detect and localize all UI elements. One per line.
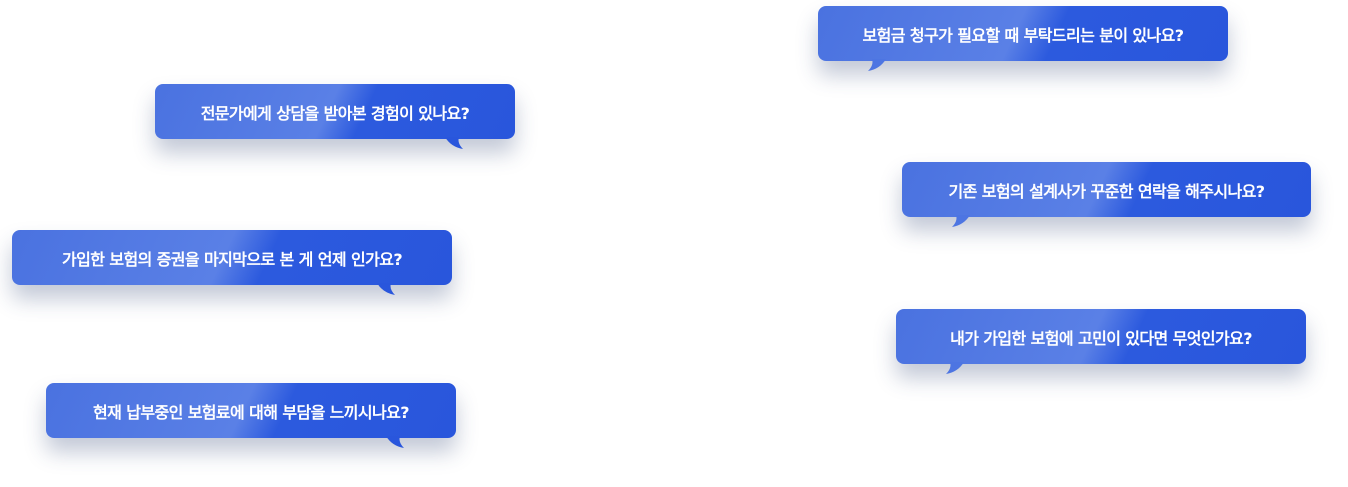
- question-bubble-claim-helper: 보험금 청구가 필요할 때 부탁드리는 분이 있나요?: [818, 6, 1228, 71]
- question-bubble-policy-check: 가입한 보험의 증권을 마지막으로 본 게 언제 인가요?: [12, 230, 452, 295]
- speech-tail-icon: [946, 362, 964, 374]
- question-bubble-premium-burden: 현재 납부중인 보험료에 대해 부담을 느끼시나요?: [46, 383, 456, 448]
- speech-tail-icon: [445, 137, 463, 149]
- speech-tail-icon: [377, 283, 395, 295]
- question-text: 전문가에게 상담을 받아본 경험이 있나요?: [200, 103, 470, 123]
- question-bubble-insurance-concern: 내가 가입한 보험에 고민이 있다면 무엇인가요?: [896, 309, 1306, 374]
- question-text: 가입한 보험의 증권을 마지막으로 본 게 언제 인가요?: [62, 249, 403, 269]
- question-text: 보험금 청구가 필요할 때 부탁드리는 분이 있나요?: [862, 25, 1185, 45]
- speech-tail-icon: [868, 59, 886, 71]
- question-bubble-expert-consult: 전문가에게 상담을 받아본 경험이 있나요?: [155, 84, 515, 149]
- speech-tail-icon: [952, 215, 970, 227]
- speech-tail-icon: [386, 436, 404, 448]
- question-bubble-planner-contact: 기존 보험의 설계사가 꾸준한 연락을 해주시나요?: [902, 162, 1311, 227]
- question-text: 현재 납부중인 보험료에 대해 부담을 느끼시나요?: [93, 402, 410, 422]
- question-text: 기존 보험의 설계사가 꾸준한 연락을 해주시나요?: [948, 181, 1266, 201]
- question-text: 내가 가입한 보험에 고민이 있다면 무엇인가요?: [950, 328, 1252, 348]
